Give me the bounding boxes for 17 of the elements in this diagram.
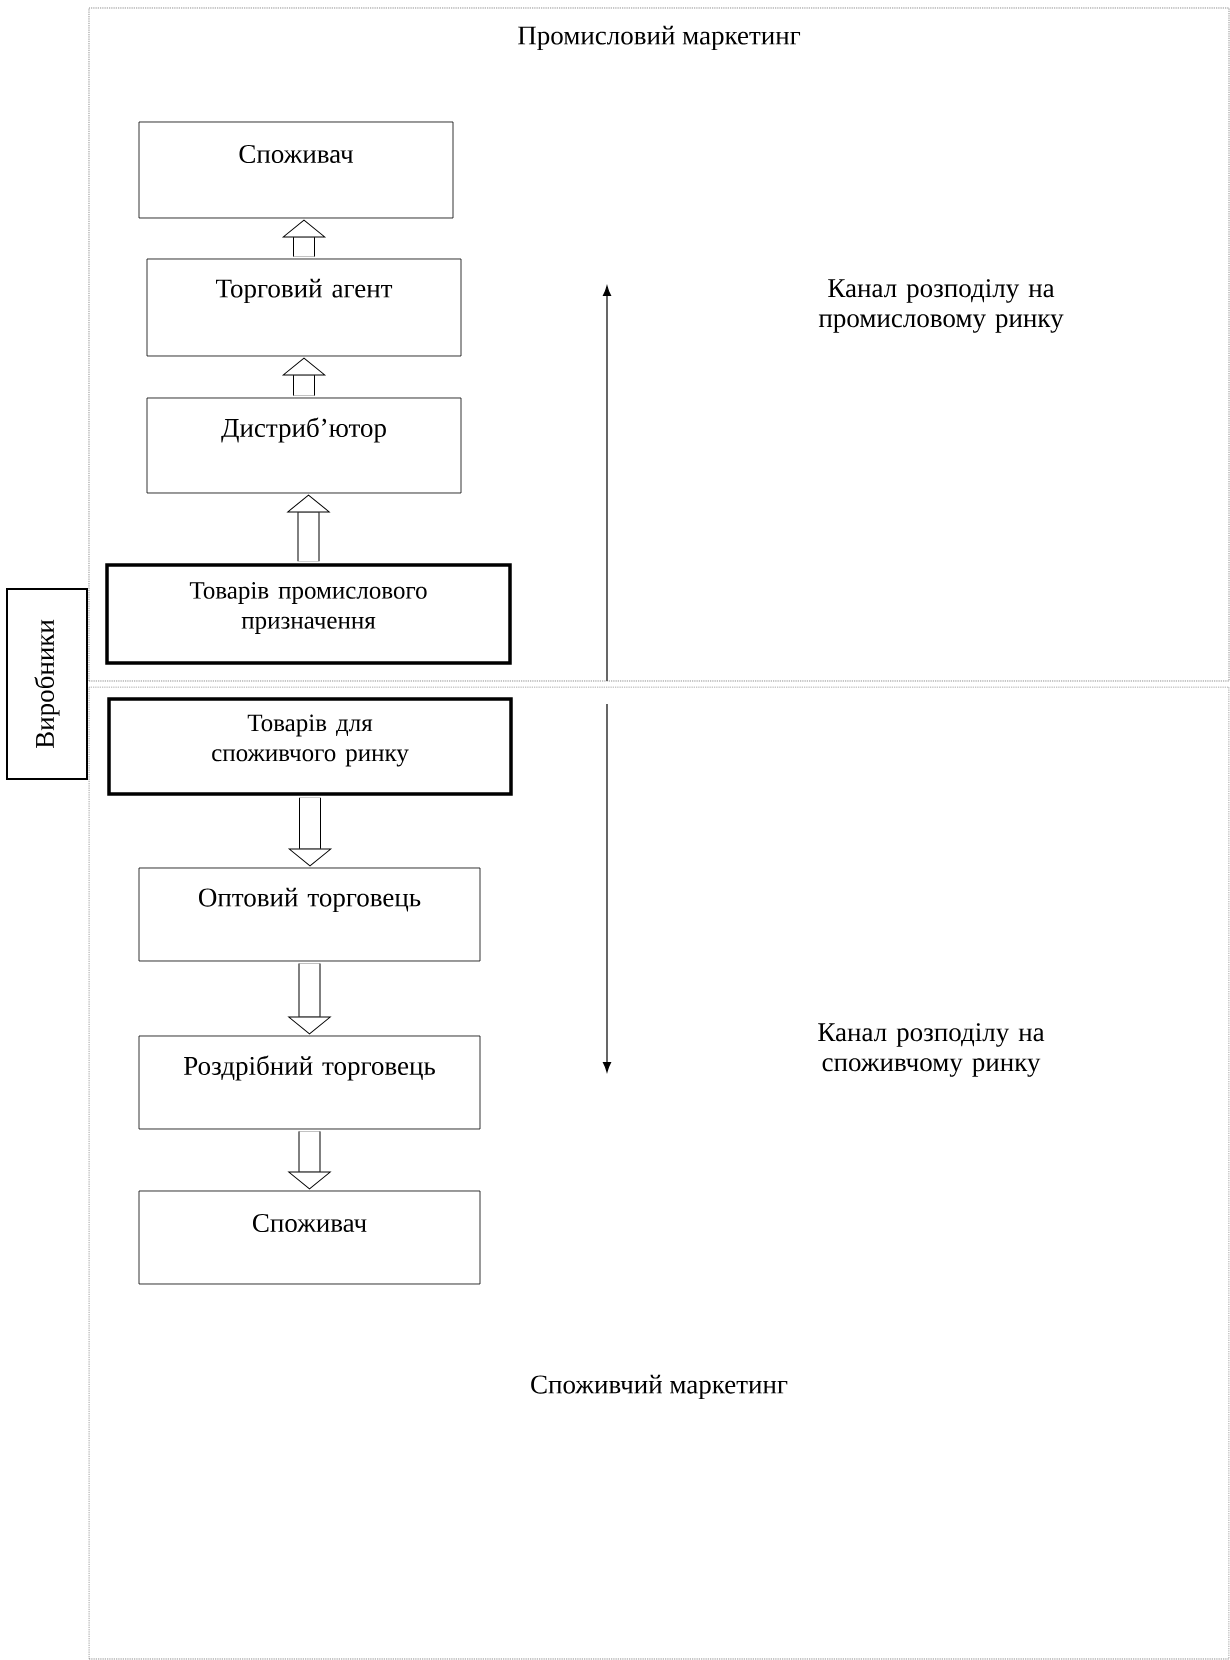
process-box: Дистриб’ютор bbox=[146, 397, 462, 494]
block-arrow bbox=[288, 797, 332, 867]
block-arrow bbox=[288, 1131, 331, 1190]
block-arrow bbox=[288, 963, 331, 1035]
process-box: Роздрібний торговець bbox=[138, 1035, 481, 1130]
process-box: Споживач bbox=[138, 121, 454, 219]
process-box: Споживач bbox=[138, 1190, 481, 1285]
channel-label: Канал розподілу на промисловому ринку bbox=[818, 279, 1064, 333]
block-arrow bbox=[282, 357, 326, 396]
channel-label: Канал розподілу на споживчому ринку bbox=[818, 1023, 1045, 1077]
block-arrow bbox=[282, 219, 326, 257]
vertical-box: Виробники bbox=[6, 588, 88, 780]
process-box: Товарів для споживчого ринку bbox=[107, 697, 513, 796]
block-arrow bbox=[287, 494, 330, 562]
process-box: Товарів промислового призначення bbox=[105, 563, 512, 665]
process-box: Оптовий торговець bbox=[138, 867, 481, 962]
process-box: Торговий агент bbox=[146, 258, 462, 357]
